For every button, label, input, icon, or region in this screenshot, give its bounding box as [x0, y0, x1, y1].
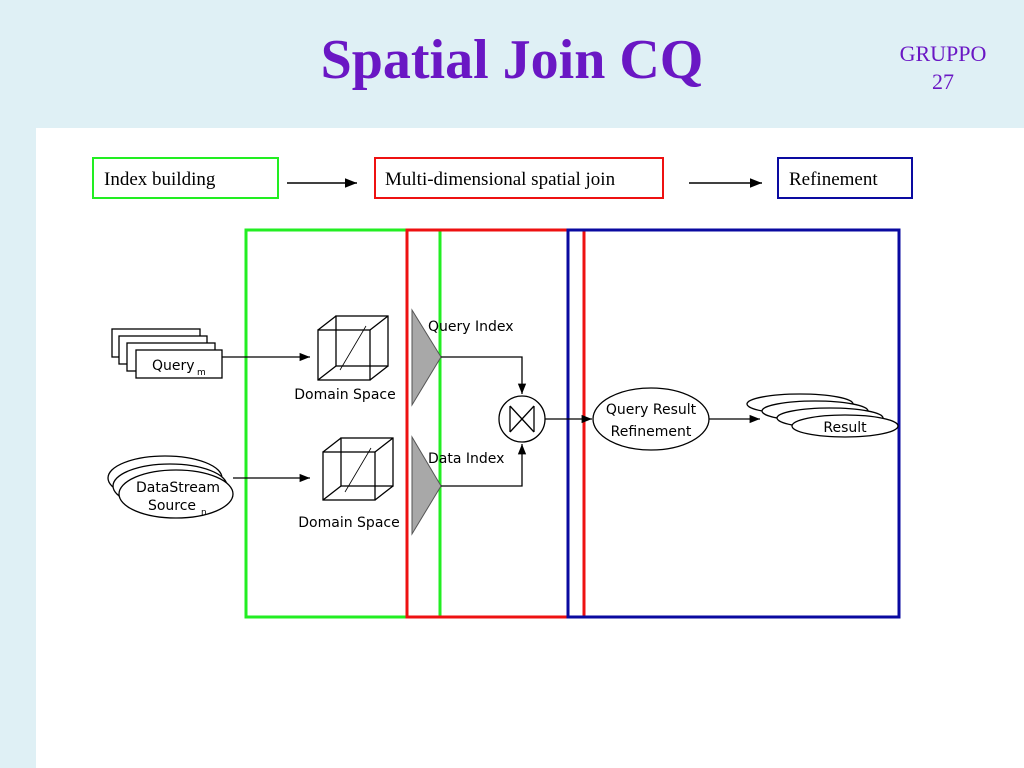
- arrow-query-index-to-join: [441, 356, 527, 394]
- join-operator-icon: [498, 395, 546, 443]
- domain-space-label-1: Domain Space: [294, 387, 395, 403]
- stage-refinement-label: Refinement: [789, 169, 878, 190]
- group-label: GRUPPO 27: [880, 40, 1006, 96]
- domain-space-cube-1: [317, 315, 389, 381]
- result-label: Result: [823, 420, 867, 436]
- result-stack: [746, 393, 899, 438]
- datastream-label-1: DataStream: [136, 480, 220, 496]
- group-line-2: 27: [932, 69, 954, 94]
- data-index-triangle: [411, 435, 442, 536]
- query-stack: [111, 328, 223, 379]
- query-subscript: m: [197, 368, 206, 378]
- datastream-subscript: n: [201, 508, 207, 518]
- content-panel: [36, 128, 1024, 768]
- query-index-triangle: [411, 308, 442, 407]
- slide-title: Spatial Join CQ: [320, 29, 704, 91]
- query-result-label-1: Query Result: [606, 402, 697, 418]
- datastream-stack: [107, 455, 234, 519]
- stage-spatial-join-label: Multi-dimensional spatial join: [385, 169, 616, 190]
- red-frame: [405, 228, 586, 619]
- query-result-refinement-node: [592, 387, 710, 451]
- query-index-label: Query Index: [428, 319, 514, 335]
- stage-spatial-join: Multi-dimensional spatial join: [374, 157, 664, 199]
- query-label: Query: [152, 358, 195, 374]
- stage-index-building-label: Index building: [104, 169, 216, 190]
- green-frame: [244, 228, 442, 619]
- query-result-label-2: Refinement: [611, 424, 692, 440]
- stage-index-building: Index building: [92, 157, 279, 199]
- domain-space-label-2: Domain Space: [298, 515, 399, 531]
- datastream-label-2: Source: [148, 498, 196, 514]
- data-index-label: Data Index: [428, 451, 504, 467]
- blue-frame: [566, 228, 901, 619]
- stage-refinement: Refinement: [777, 157, 913, 199]
- group-line-1: GRUPPO: [899, 41, 987, 66]
- arrow-data-index-to-join: [441, 444, 527, 487]
- domain-space-cube-2: [322, 437, 394, 501]
